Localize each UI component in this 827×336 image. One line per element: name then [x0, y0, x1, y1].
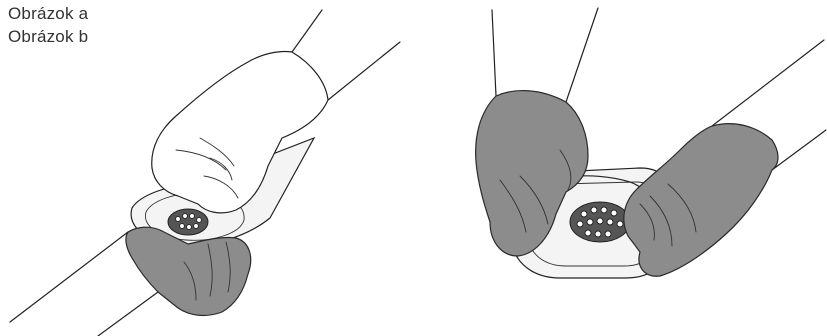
grey-glove-right-finger-line-b2	[667, 183, 697, 233]
grey-glove-right-b	[623, 123, 779, 277]
right-arm-line-b1	[711, 39, 825, 127]
right-arm-line-b2	[771, 129, 827, 171]
upper-arm-line-a1	[291, 9, 323, 53]
grey-glove-left-b	[475, 90, 589, 257]
white-glove-finger-line-a1	[175, 149, 227, 171]
grey-glove-left-finger-line-b1	[499, 179, 527, 233]
white-glove-knuckle-line-a	[209, 157, 233, 181]
grey-glove-right-thumb-line-b	[639, 203, 655, 241]
white-glove-finger-line-a2	[199, 137, 235, 167]
figure-b-label: Obrázok b	[8, 27, 89, 46]
left-arm-line-b2	[565, 7, 599, 103]
grey-glove-finger-line-a1	[207, 243, 213, 297]
connector-socket-a	[167, 208, 209, 236]
socket-pins-b	[576, 206, 624, 238]
grey-glove-right-finger-line-b1	[649, 195, 673, 247]
figure-labels: Obrázok a Obrázok b	[8, 2, 88, 48]
grey-glove-finger-line-a3	[183, 261, 197, 301]
grey-glove-left-thumb-line-b	[559, 149, 572, 191]
lower-arm-line-a2	[97, 291, 159, 336]
figure-a-drawing	[9, 9, 401, 336]
grey-glove-finger-line-a2	[225, 241, 231, 293]
white-glove-hand-a	[151, 50, 329, 214]
grey-glove-left-finger-line-b2	[519, 175, 549, 225]
grey-glove-hand-a	[125, 226, 252, 317]
white-glove-thumb-line-a	[203, 175, 239, 199]
figure-b-drawing	[475, 7, 827, 279]
socket-pins-a	[175, 213, 202, 230]
figure-a-label: Obrázok a	[8, 4, 89, 23]
upper-arm-line-a2	[327, 41, 401, 101]
left-arm-line-b1	[491, 9, 497, 97]
lower-arm-line-a1	[9, 231, 129, 323]
